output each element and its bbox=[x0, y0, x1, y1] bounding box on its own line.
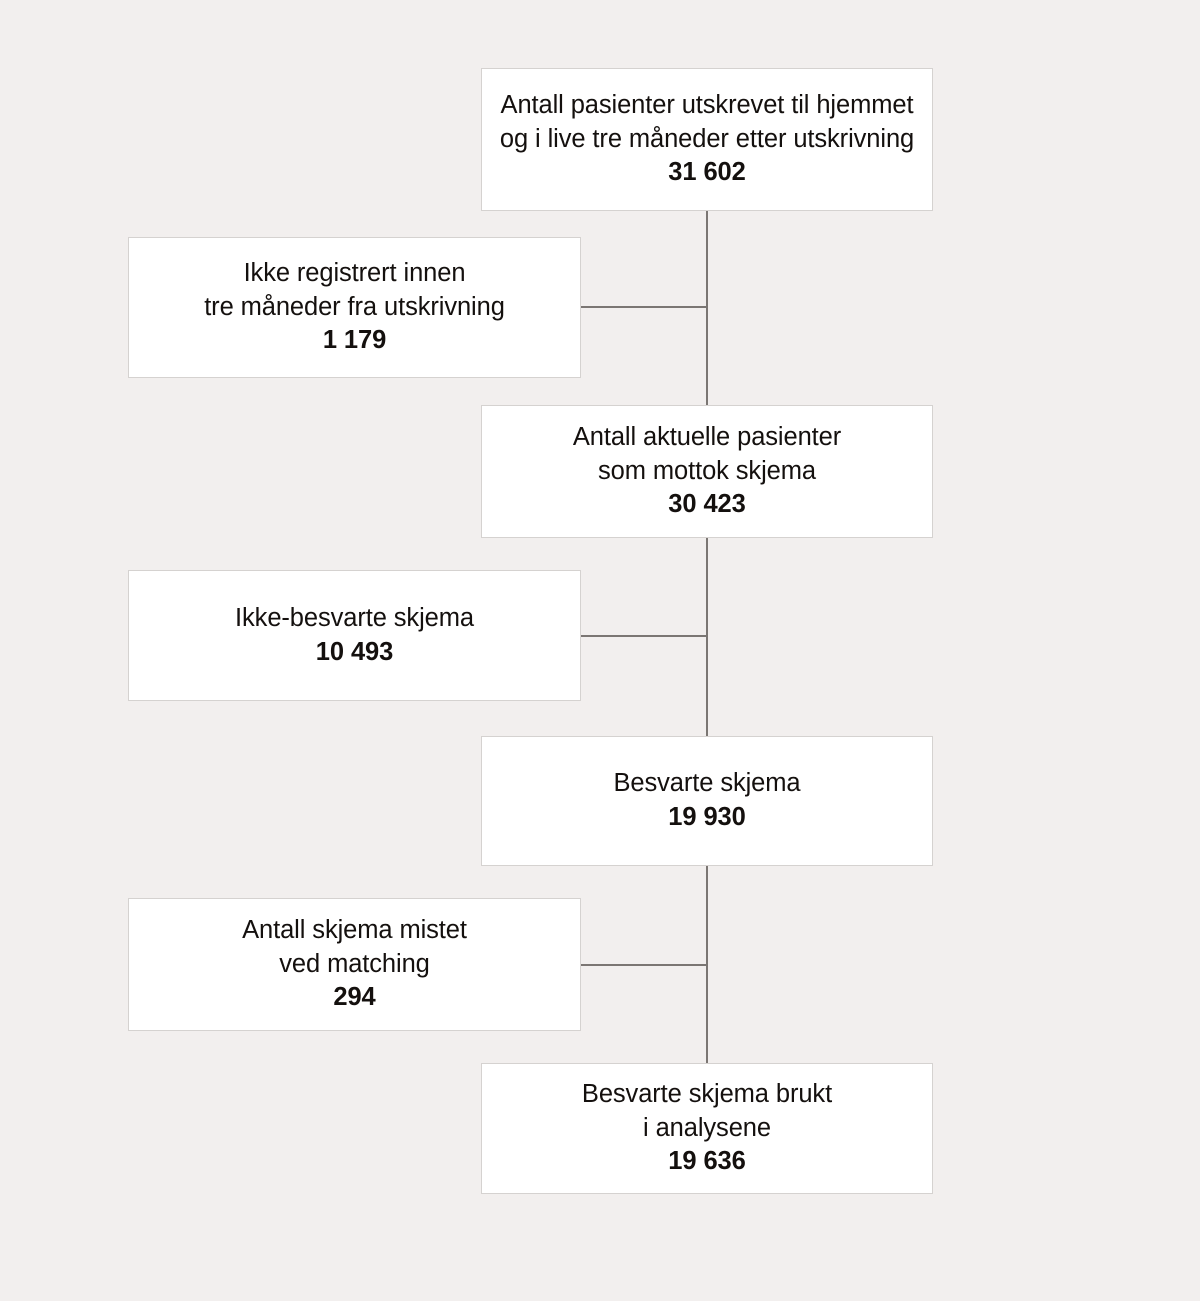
node-lost-at-matching-label: Antall skjema mistet ved matching bbox=[242, 915, 467, 978]
node-unanswered-questionnaire-value: 10 493 bbox=[315, 637, 394, 666]
node-discharged-patients-label: Antall pasienter utskrevet til hjemmet o… bbox=[499, 90, 915, 153]
connector-branch-nonregistered bbox=[581, 306, 708, 308]
node-not-registered: Ikke registrert innen tre måneder fra ut… bbox=[128, 237, 581, 378]
connector-received-to-answered bbox=[706, 538, 708, 736]
node-received-questionnaire-label: Antall aktuelle pasienter som mottok skj… bbox=[572, 422, 842, 485]
node-lost-at-matching: Antall skjema mistet ved matching 294 bbox=[128, 898, 581, 1031]
node-discharged-patients: Antall pasienter utskrevet til hjemmet o… bbox=[481, 68, 933, 211]
connector-branch-unanswered bbox=[581, 635, 708, 637]
node-used-in-analyses-value: 19 636 bbox=[668, 1147, 746, 1176]
node-not-registered-value: 1 179 bbox=[322, 326, 387, 355]
node-unanswered-questionnaire: Ikke-besvarte skjema 10 493 bbox=[128, 570, 581, 701]
node-unanswered-questionnaire-label: Ikke-besvarte skjema bbox=[235, 603, 474, 632]
node-answered-questionnaire-value: 19 930 bbox=[668, 803, 746, 831]
node-received-questionnaire-value: 30 423 bbox=[668, 490, 746, 519]
node-used-in-analyses: Besvarte skjema brukt i analysene 19 636 bbox=[481, 1063, 933, 1194]
node-not-registered-label: Ikke registrert innen tre måneder fra ut… bbox=[204, 258, 505, 321]
connector-discharged-to-received bbox=[706, 211, 708, 405]
connector-branch-lostmatch bbox=[581, 964, 708, 966]
node-lost-at-matching-value: 294 bbox=[333, 983, 376, 1012]
node-received-questionnaire: Antall aktuelle pasienter som mottok skj… bbox=[481, 405, 933, 538]
node-used-in-analyses-label: Besvarte skjema brukt i analysene bbox=[581, 1079, 833, 1142]
node-discharged-patients-value: 31 602 bbox=[668, 158, 746, 187]
node-answered-questionnaire: Besvarte skjema 19 930 bbox=[481, 736, 933, 866]
node-answered-questionnaire-label: Besvarte skjema bbox=[613, 769, 801, 798]
